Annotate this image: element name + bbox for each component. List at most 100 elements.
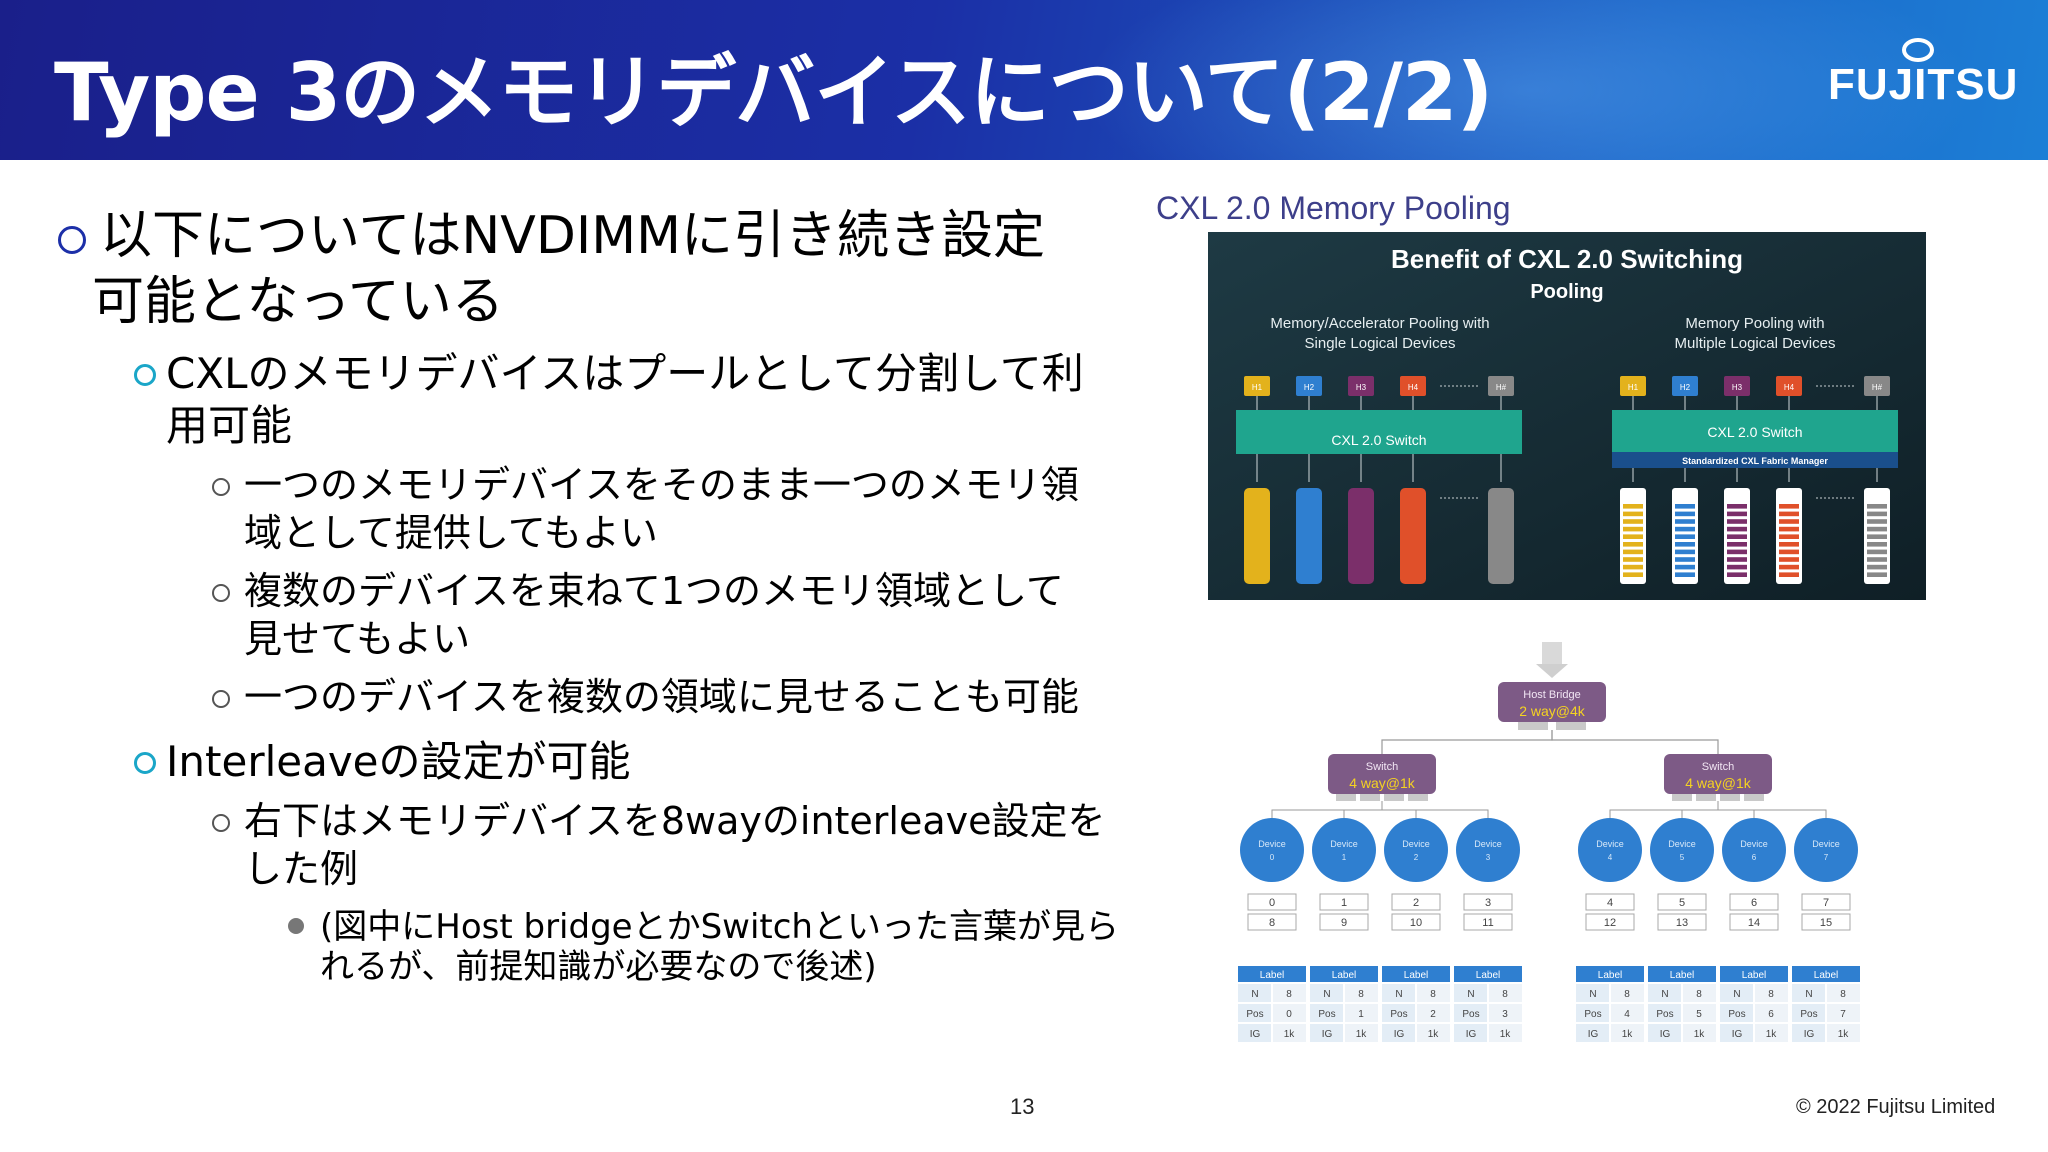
switch-box bbox=[1612, 410, 1898, 454]
label-value-cell bbox=[1683, 1004, 1716, 1022]
label-key-cell bbox=[1454, 984, 1487, 1002]
device-index: 3 bbox=[1486, 853, 1491, 862]
bullet-l4-line2: れるが、前提知識が必要なので後述) bbox=[320, 947, 877, 987]
left-title-1: Memory/Accelerator Pooling with bbox=[1270, 315, 1489, 332]
switch-label: Switch bbox=[1702, 761, 1734, 773]
label-key: Pos bbox=[1462, 1009, 1479, 1020]
switch-box bbox=[1236, 410, 1522, 454]
device-slice bbox=[1623, 511, 1643, 517]
port-chip bbox=[1744, 794, 1764, 801]
label-key: N bbox=[1395, 989, 1402, 1000]
bullet-l3-4-line2: した例 bbox=[244, 847, 359, 891]
bullet-marker bbox=[212, 690, 230, 708]
device-node bbox=[1650, 818, 1714, 882]
label-value-cell bbox=[1611, 1004, 1644, 1022]
label-value-cell bbox=[1827, 1024, 1860, 1042]
device-slice bbox=[1675, 542, 1695, 547]
host-label: H# bbox=[1496, 383, 1507, 392]
device-node bbox=[1722, 818, 1786, 882]
label-value-cell bbox=[1489, 1024, 1522, 1042]
device-slice bbox=[1623, 519, 1643, 524]
device-slice bbox=[1867, 572, 1887, 577]
position-value: 1 bbox=[1341, 897, 1347, 909]
switch-label: Switch bbox=[1366, 761, 1398, 773]
device-node bbox=[1578, 818, 1642, 882]
label-value-cell bbox=[1417, 1004, 1450, 1022]
label-key-cell bbox=[1792, 984, 1825, 1002]
root-arrow-head bbox=[1536, 664, 1568, 678]
host-box bbox=[1296, 376, 1322, 396]
label-header-text: Label bbox=[1404, 970, 1428, 981]
switch-box bbox=[1328, 754, 1436, 794]
label-key: IG bbox=[1588, 1029, 1599, 1040]
device-label: Device bbox=[1402, 839, 1430, 849]
label-header-text: Label bbox=[1814, 970, 1838, 981]
device-slice bbox=[1675, 564, 1695, 570]
device-node bbox=[1456, 818, 1520, 882]
host-label: H3 bbox=[1732, 383, 1743, 392]
device-index: 0 bbox=[1270, 853, 1275, 862]
label-value: 1k bbox=[1284, 1029, 1296, 1040]
label-value-cell bbox=[1417, 984, 1450, 1002]
device-slice bbox=[1779, 549, 1799, 555]
label-header-text: Label bbox=[1670, 970, 1694, 981]
root-arrow-body bbox=[1542, 642, 1562, 664]
position-value: 7 bbox=[1823, 897, 1829, 909]
position-value: 15 bbox=[1820, 917, 1832, 929]
device-node bbox=[1794, 818, 1858, 882]
position-value: 10 bbox=[1410, 917, 1422, 929]
pooling-right-group: H1D1H2D2H3D3H4D4H#D#CXL 2.0 SwitchStanda… bbox=[1612, 376, 1898, 584]
label-key-cell bbox=[1454, 1004, 1487, 1022]
device-slice bbox=[1675, 511, 1695, 517]
host-label: H3 bbox=[1356, 383, 1367, 392]
position-cell bbox=[1657, 913, 1707, 931]
device-slice bbox=[1779, 519, 1799, 524]
position-cell bbox=[1463, 893, 1513, 911]
fabric-manager-label: Standardized CXL Fabric Manager bbox=[1682, 456, 1828, 466]
copyright: © 2022 Fujitsu Limited bbox=[1796, 1096, 1996, 1118]
label-key: IG bbox=[1394, 1029, 1405, 1040]
device-slice bbox=[1623, 572, 1643, 577]
label-value-cell bbox=[1417, 1024, 1450, 1042]
label-key-cell bbox=[1648, 1024, 1681, 1042]
device-bar bbox=[1348, 488, 1374, 584]
label-header-text: Label bbox=[1332, 970, 1356, 981]
label-header bbox=[1454, 966, 1522, 982]
bullet-l3-2-line1: 複数のデバイスを束ねて1つのメモリ領域として bbox=[244, 569, 1064, 613]
host-box bbox=[1244, 376, 1270, 396]
label-value: 1k bbox=[1766, 1029, 1778, 1040]
position-value: 2 bbox=[1413, 897, 1419, 909]
port-chip bbox=[1696, 794, 1716, 801]
device-slice bbox=[1727, 557, 1747, 562]
port-chip bbox=[1360, 794, 1380, 801]
position-value: 13 bbox=[1676, 917, 1688, 929]
device-index: 7 bbox=[1824, 853, 1829, 862]
device-label: Device bbox=[1668, 839, 1696, 849]
device-node bbox=[1384, 818, 1448, 882]
device-slice bbox=[1675, 504, 1695, 509]
device-slice bbox=[1779, 542, 1799, 547]
position-cell bbox=[1657, 893, 1707, 911]
bullet-marker bbox=[212, 584, 230, 602]
position-cell bbox=[1319, 913, 1369, 931]
position-value: 12 bbox=[1604, 917, 1616, 929]
bullet-marker bbox=[212, 478, 230, 496]
position-value: 6 bbox=[1751, 897, 1757, 909]
label-value: 1k bbox=[1356, 1029, 1368, 1040]
device-slice bbox=[1779, 526, 1799, 532]
device-slice bbox=[1623, 549, 1643, 555]
label-value: 5 bbox=[1696, 1009, 1702, 1020]
label-header-text: Label bbox=[1260, 970, 1284, 981]
label-header-text: Label bbox=[1742, 970, 1766, 981]
label-header bbox=[1648, 966, 1716, 982]
switch-label: CXL 2.0 Switch bbox=[1707, 424, 1802, 440]
label-value-cell bbox=[1611, 1024, 1644, 1042]
port-chip bbox=[1408, 794, 1428, 801]
device-slice bbox=[1675, 526, 1695, 532]
device-slice bbox=[1867, 557, 1887, 562]
position-cell bbox=[1319, 893, 1369, 911]
label-key-cell bbox=[1310, 1004, 1343, 1022]
label-key-cell bbox=[1648, 1004, 1681, 1022]
port-chip bbox=[1384, 794, 1404, 801]
